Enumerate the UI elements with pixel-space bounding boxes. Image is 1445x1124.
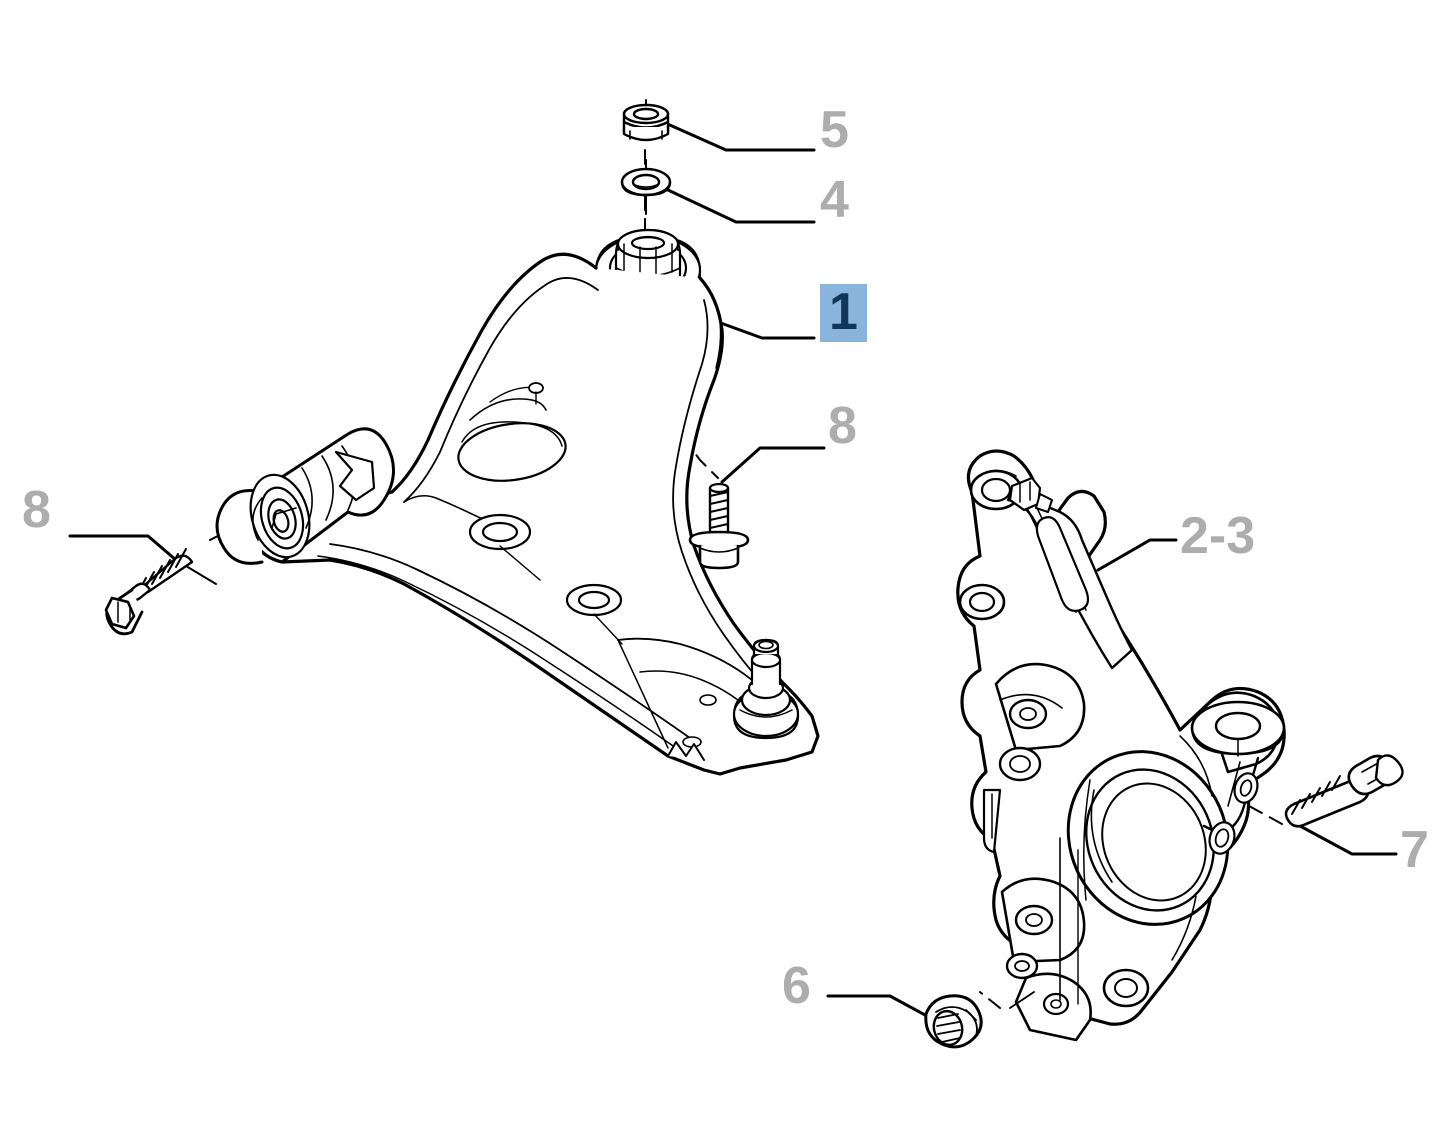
knuckle-caliper-boss-upper [994, 662, 1086, 782]
control-arm-bolt-hole-lower [565, 583, 623, 617]
callout-7[interactable]: 7 [1400, 821, 1429, 879]
control-arm-ball-joint-plate [617, 637, 789, 761]
callout-4[interactable]: 4 [820, 171, 849, 229]
hex-lock-nut-part6 [924, 994, 983, 1049]
leader-lines [68, 120, 1398, 1024]
lower-control-arm-part1 [215, 228, 820, 776]
knuckle-second-eye [958, 583, 1006, 621]
knuckle-arm-hole-upper [1233, 772, 1259, 804]
flange-bolt-part8-vertical [688, 482, 750, 570]
callout-1-highlighted[interactable]: 1 [820, 284, 867, 342]
steering-knuckle-part23 [956, 449, 1286, 1042]
hex-flange-bolt-part8-left [104, 548, 217, 636]
flange-bolt-part7 [1284, 754, 1404, 828]
control-arm-oval-hole [457, 421, 567, 482]
control-arm-bolt-hole-upper [468, 513, 532, 551]
lock-nut-part5 [622, 99, 670, 142]
control-arm-rear-bushing [215, 427, 395, 565]
knuckle-arm-hole-lower [1208, 821, 1236, 855]
callout-2-3[interactable]: 2-3 [1180, 507, 1256, 565]
washer-part4 [620, 159, 672, 215]
control-arm-ball-joint [732, 638, 800, 740]
knuckle-strut-rail [1006, 476, 1134, 670]
callout-5[interactable]: 5 [820, 101, 849, 159]
callout-8-left-bolt[interactable]: 8 [22, 481, 51, 539]
callout-6[interactable]: 6 [782, 957, 811, 1015]
knuckle-lower-right-boss [1102, 968, 1150, 1008]
knuckle-caliper-boss-lower [1000, 877, 1086, 980]
knuckle-hub-bore [1066, 750, 1230, 926]
knuckle-ball-joint-ear [1009, 972, 1092, 1042]
knuckle-steering-arm-boss [1190, 691, 1286, 855]
callout-8-vertical-bolt[interactable]: 8 [828, 397, 857, 455]
